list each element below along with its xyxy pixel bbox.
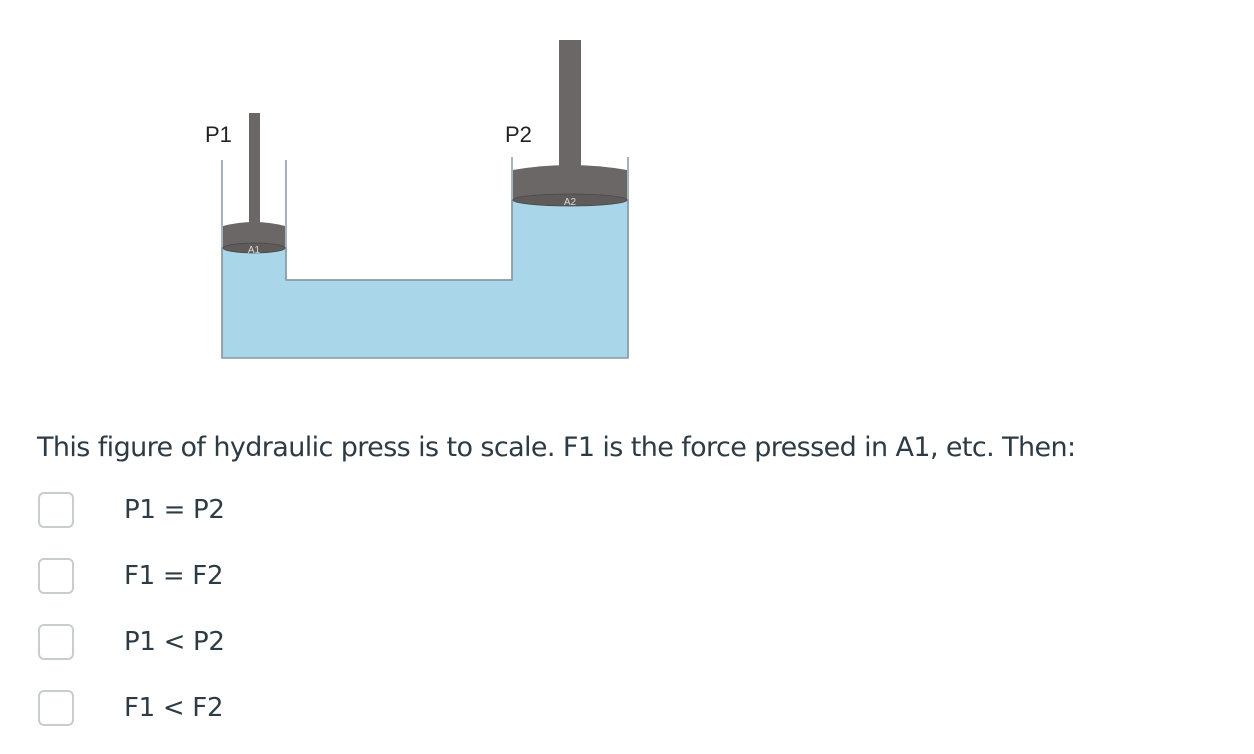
checkbox[interactable] (38, 492, 74, 528)
right-piston (513, 165, 627, 204)
checkbox[interactable] (38, 558, 74, 594)
question-text: This figure of hydraulic press is to sca… (37, 432, 1076, 463)
hydraulic-press-diagram: A1 A2 P1 P2 (205, 40, 629, 359)
a2-label: A2 (564, 197, 577, 208)
option-label: P1 < P2 (124, 627, 225, 657)
option-p1-equals-p2[interactable]: P1 = P2 (38, 490, 225, 530)
left-piston-rod (249, 113, 260, 225)
option-p1-less-than-p2[interactable]: P1 < P2 (38, 622, 225, 662)
option-label: F1 = F2 (124, 561, 224, 591)
option-f1-less-than-f2[interactable]: F1 < F2 (38, 688, 224, 728)
a1-label: A1 (248, 245, 261, 256)
right-piston-rod (559, 40, 581, 170)
hydraulic-press-figure: A1 A2 P1 P2 (0, 0, 700, 380)
option-f1-equals-f2[interactable]: F1 = F2 (38, 556, 224, 596)
channel-gap (287, 150, 511, 279)
option-label: F1 < F2 (124, 693, 224, 723)
p2-label: P2 (505, 122, 532, 147)
p1-label: P1 (205, 122, 232, 147)
checkbox[interactable] (38, 690, 74, 726)
checkbox[interactable] (38, 624, 74, 660)
option-label: P1 = P2 (124, 495, 225, 525)
